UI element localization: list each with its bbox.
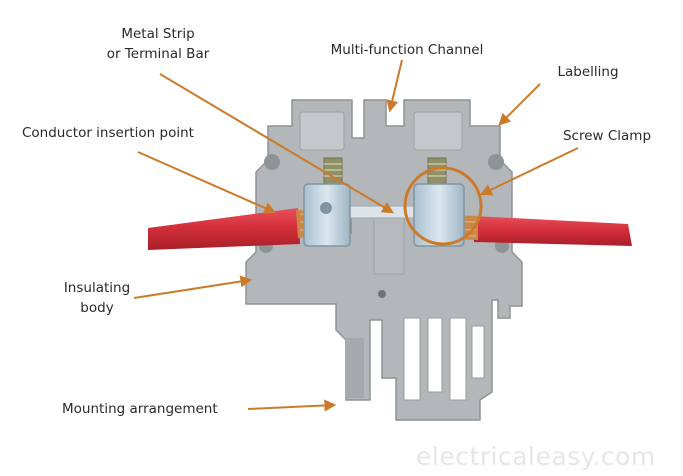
label-arrows <box>133 59 579 412</box>
arrow-conductor-insertion <box>137 151 277 214</box>
screw-clamp-highlight <box>403 166 483 246</box>
label-metal-strip: Metal Strip or Terminal Bar <box>88 24 228 64</box>
watermark: electricaleasy.com <box>416 442 656 471</box>
label-metal-strip-line2: or Terminal Bar <box>106 46 210 62</box>
label-conductor-insertion-point: Conductor insertion point <box>22 125 194 141</box>
insulating-body <box>245 99 523 421</box>
arrow-insulating-body <box>133 275 253 299</box>
arrow-multi-function-channel <box>386 59 403 113</box>
right-clamp <box>413 157 465 247</box>
label-metal-strip-line1: Metal Strip <box>121 26 195 42</box>
arrow-mounting-arrangement <box>247 399 337 412</box>
left-clamp <box>303 157 351 247</box>
arrow-metal-strip <box>159 73 395 214</box>
label-insulating-body-line1: Insulating <box>63 280 131 296</box>
arrow-screw-clamp <box>479 147 579 196</box>
label-screw-clamp: Screw Clamp <box>562 128 652 144</box>
arrow-labelling <box>498 83 541 126</box>
label-multi-function-channel: Multi-function Channel <box>330 42 484 58</box>
label-mounting-arrangement: Mounting arrangement <box>62 401 218 417</box>
label-insulating-body: Insulating body <box>52 278 142 318</box>
label-insulating-body-line2: body <box>80 300 114 316</box>
label-labelling: Labelling <box>557 64 619 80</box>
